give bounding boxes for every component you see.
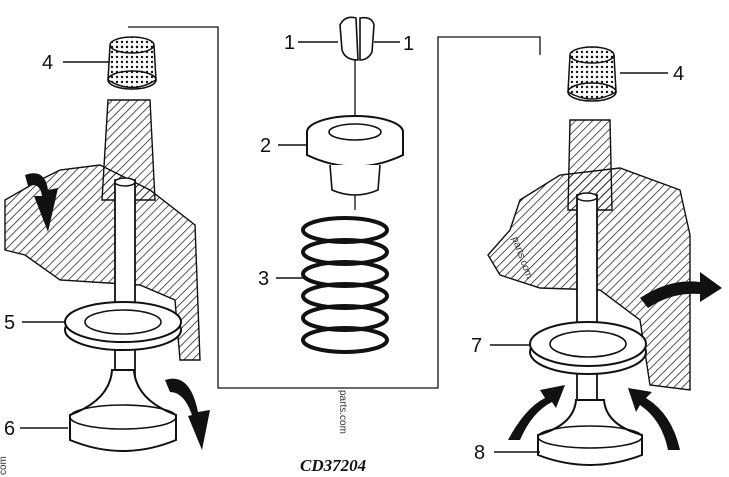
left-valve-assembly	[4, 36, 210, 452]
callout-7: 7	[471, 335, 482, 357]
right-valve-guide	[567, 119, 613, 211]
callout-6: 6	[4, 418, 15, 440]
callout-1-right: 1	[403, 33, 414, 55]
watermark-center: parts.com	[337, 390, 348, 434]
left-valve-head	[69, 369, 177, 452]
right-valve-stem	[576, 194, 598, 411]
right-valve-seal	[567, 46, 617, 102]
left-valve-guide	[101, 99, 156, 201]
right-valve-head	[537, 399, 643, 466]
left-seat-insert	[64, 301, 182, 351]
left-head-section	[4, 164, 201, 361]
right-upper-flow-arrow	[640, 272, 722, 308]
right-valve-assembly	[487, 46, 722, 466]
right-seat-insert	[529, 321, 647, 375]
callout-3: 3	[258, 268, 269, 290]
spring-retainer	[306, 115, 404, 196]
valve-spring	[301, 216, 389, 354]
callout-4-right: 4	[673, 63, 684, 85]
left-lower-flow-arrow	[165, 378, 210, 450]
callout-5: 5	[4, 312, 15, 334]
center-components	[301, 16, 404, 354]
right-lower-right-arrow	[628, 388, 680, 450]
right-lower-left-arrow	[508, 385, 565, 440]
left-valve-seal	[107, 36, 157, 90]
callout-4-left: 4	[42, 52, 53, 74]
left-upper-flow-arrow	[25, 173, 58, 232]
leader-lines	[20, 41, 668, 453]
watermark-left-edge: com	[0, 456, 9, 475]
callout-1-left: 1	[284, 32, 295, 54]
callout-8: 8	[474, 442, 485, 464]
figure-code: CD37204	[300, 456, 366, 475]
callout-2: 2	[260, 135, 271, 157]
valve-keepers	[339, 16, 375, 61]
